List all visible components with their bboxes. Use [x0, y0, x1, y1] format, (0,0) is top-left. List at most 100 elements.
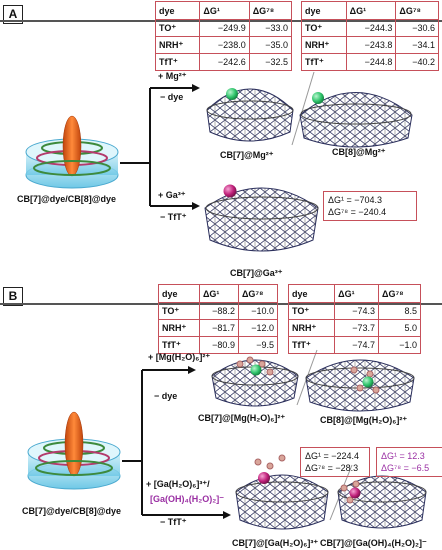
energy-box-a: ΔG¹ = −704.3 ΔG⁷⁸ = −240.4 [323, 191, 417, 221]
dg1-cell: −242.6 [199, 53, 250, 71]
panel-a-table-left: dye ΔG¹ ΔG⁷⁸ TO⁺ −249.9 −33.0 NRH⁺ −238.… [154, 1, 293, 71]
table-row: TfT⁺ −74.7 −1.0 [287, 336, 421, 354]
mg-ion-icon [312, 92, 324, 104]
header-dg1: ΔG¹ [334, 284, 380, 303]
dg78-cell: −40.2 [395, 53, 439, 71]
dg78-cell: 5.0 [378, 319, 421, 337]
structure-divider-a [291, 71, 315, 146]
dg1-cell: −74.7 [334, 336, 380, 354]
product-label-cb7-ga-hydroxo: CB[7]@[Ga(OH)₄(H₂O)₂]⁻ [320, 538, 427, 548]
table-row: TO⁺ −249.9 −33.0 [154, 19, 293, 37]
dg1-cell: −88.2 [198, 302, 239, 320]
header-dg1: ΔG¹ [198, 284, 239, 303]
arrow-head-b-lower [223, 511, 231, 519]
dye-cell: TO⁺ [158, 302, 200, 320]
table-row: TfT⁺ −80.9 −9.5 [158, 336, 279, 354]
header-dye: dye [287, 284, 336, 303]
host-guest-icon-a [25, 115, 119, 189]
panel-b-label: B [3, 287, 23, 306]
table-row: TO⁺ −244.3 −30.6 [301, 19, 439, 37]
mg-ion-icon [250, 364, 262, 376]
arrow-head-b-upper [188, 366, 196, 374]
dye-cell: TO⁺ [287, 302, 336, 320]
leaving-tft-a: − TfT⁺ [160, 212, 187, 222]
host-guest-icon-b [27, 411, 121, 490]
water-cluster-icon [236, 356, 274, 376]
energy-dg78: ΔG⁷⁸ = −6.5 [381, 463, 430, 473]
dye-cell: NRH⁺ [287, 319, 336, 337]
header-dg78: ΔG⁷⁸ [237, 284, 279, 303]
energy-dg78: ΔG⁷⁸ = −28.3 [305, 463, 359, 473]
energy-dg78: ΔG⁷⁸ = −240.4 [328, 207, 387, 217]
water-cluster-icon [254, 454, 286, 470]
cb7-ga-hydroxo-structure [337, 475, 427, 529]
arrow-head-a-lower [192, 202, 200, 210]
product-label-cb8-mg-hydrate: CB[8]@[Mg(H₂O)₆]²⁺ [320, 415, 408, 425]
cb7-mg-structure [206, 88, 294, 142]
energy-box-b-left: ΔG¹ = −224.4 ΔG⁷⁸ = −28.3 [300, 447, 370, 477]
leaving-dye-a: − dye [160, 92, 184, 102]
reagent-ga-hydrate-b: + [Ga(H₂O)₆]³⁺/ [146, 479, 210, 489]
leaving-dye-b: − dye [154, 391, 178, 401]
reagent-mg-hydrate-b: + [Mg(H₂O)₆]²⁺ [148, 352, 211, 362]
table-row: TO⁺ −74.3 8.5 [287, 302, 421, 320]
dg78-cell: −9.5 [237, 336, 279, 354]
dye-cell: TfT⁺ [301, 53, 347, 71]
water-cluster-icon [350, 366, 380, 394]
water-cluster-icon [340, 480, 360, 504]
dye-cell: TfT⁺ [154, 53, 201, 71]
dg1-cell: −73.7 [334, 319, 380, 337]
product-label-cb7-ga: CB[7]@Ga³⁺ [230, 268, 283, 278]
header-dye: dye [158, 284, 200, 303]
dg78-cell: 8.5 [378, 302, 421, 320]
dg1-cell: −244.8 [345, 53, 397, 71]
energy-dg1: ΔG¹ = 12.3 [381, 451, 425, 461]
dye-cell: TfT⁺ [287, 336, 336, 354]
dg1-cell: −238.0 [199, 36, 250, 54]
table-row: NRH⁺ −73.7 5.0 [287, 319, 421, 337]
dg1-cell: −80.9 [198, 336, 239, 354]
panel-b-table-left: dye ΔG¹ ΔG⁷⁸ TO⁺ −88.2 −10.0 NRH⁺ −81.7 … [158, 284, 279, 354]
reagent-ga-hydroxo-b: [Ga(OH)₄(H₂O)₂]⁻ [150, 494, 225, 504]
reaction-arrows-a [120, 87, 195, 207]
host-label-b: CB[7]@dye/CB[8]@dye [22, 506, 122, 516]
dg1-cell: −81.7 [198, 319, 239, 337]
cb7-ga-hydrate-structure [235, 474, 329, 530]
reagent-mg-a: + Mg²⁺ [158, 71, 187, 81]
energy-dg1: ΔG¹ = −704.3 [328, 195, 383, 205]
ga-ion-icon [223, 184, 237, 198]
product-label-cb7-ga-hydrate: CB[7]@[Ga(H₂O)₆]³⁺ [232, 538, 319, 548]
table-row: TfT⁺ −244.8 −40.2 [301, 53, 439, 71]
dg1-cell: −244.3 [345, 19, 397, 37]
energy-box-b-right: ΔG¹ = 12.3 ΔG⁷⁸ = −6.5 [376, 447, 442, 477]
dg78-cell: −10.0 [237, 302, 279, 320]
cb8-mg-structure [299, 92, 413, 148]
cb7-ga-structure [204, 187, 319, 252]
product-label-cb7-mg-hydrate: CB[7]@[Mg(H₂O)₆]²⁺ [198, 413, 286, 423]
dg78-cell: −12.0 [237, 319, 279, 337]
panel-a-label: A [3, 5, 23, 24]
energy-dg1: ΔG¹ = −224.4 [305, 451, 360, 461]
host-label-a: CB[7]@dye/CB[8]@dye [17, 194, 117, 204]
product-label-cb7-mg: CB[7]@Mg²⁺ [220, 150, 274, 160]
dg1-cell: −74.3 [334, 302, 380, 320]
product-label-cb8-mg: CB[8]@Mg²⁺ [332, 147, 386, 157]
reagent-ga-a: + Ga³⁺ [158, 190, 186, 200]
dye-cell: NRH⁺ [158, 319, 200, 337]
dye-cell: TfT⁺ [158, 336, 200, 354]
table-row: TfT⁺ −242.6 −32.5 [154, 53, 293, 71]
panel-a-table-right: dye ΔG¹ ΔG⁷⁸ TO⁺ −244.3 −30.6 NRH⁺ −243.… [301, 1, 439, 71]
table-row: NRH⁺ −243.8 −34.1 [301, 36, 439, 54]
reaction-arrows-b [122, 369, 225, 516]
panel-b-table-right: dye ΔG¹ ΔG⁷⁸ TO⁺ −74.3 8.5 NRH⁺ −73.7 5.… [287, 284, 421, 354]
leaving-tft-b: − TfT⁺ [160, 517, 187, 527]
dg78-cell: −1.0 [378, 336, 421, 354]
mg-ion-icon [362, 376, 374, 388]
table-row: TO⁺ −88.2 −10.0 [158, 302, 279, 320]
ga-ion-icon [258, 472, 270, 484]
mg-ion-icon [226, 88, 238, 100]
ga-ion-icon [349, 487, 361, 499]
dg78-cell: −32.5 [248, 53, 293, 71]
table-row: NRH⁺ −81.7 −12.0 [158, 319, 279, 337]
